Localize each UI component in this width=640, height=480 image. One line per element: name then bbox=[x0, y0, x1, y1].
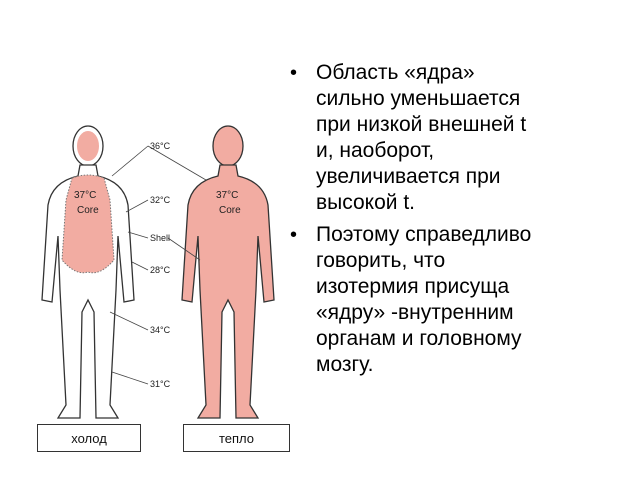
caption-warm: тепло bbox=[183, 424, 290, 452]
bullet-line: органам и головному bbox=[316, 327, 522, 350]
warm-core-temp: 37°C bbox=[216, 190, 238, 201]
body-temperature-diagram: 37°C Core 37°C Core 36°C 32°C Shell 28°C… bbox=[41, 125, 275, 419]
leader-lines bbox=[109, 145, 207, 385]
bullet-line: высокой t. bbox=[316, 191, 416, 214]
bullet-list: • Область «ядра» сильно уменьшается при … bbox=[288, 60, 633, 384]
warm-core-label: Core bbox=[219, 205, 241, 216]
temp-label-28: 28°C bbox=[150, 265, 171, 275]
warm-head bbox=[212, 125, 244, 167]
bullet-line: изотермия присуща bbox=[316, 275, 510, 298]
temp-label-36: 36°C bbox=[150, 141, 171, 151]
warm-torso bbox=[181, 164, 275, 419]
cold-core-temp: 37°C bbox=[74, 190, 96, 201]
bullet-line: и, наоборот, bbox=[316, 139, 435, 162]
bullet-line: Поэтому справедливо bbox=[316, 223, 532, 246]
bullet-item-2: • Поэтому справедливо говорить, что изот… bbox=[288, 222, 633, 378]
temp-label-31: 31°C bbox=[150, 379, 171, 389]
warm-body-figure bbox=[181, 125, 275, 419]
bullet-line: Область «ядра» bbox=[316, 61, 475, 84]
bullet-line: сильно уменьшается bbox=[316, 87, 521, 110]
temp-label-32: 32°C bbox=[150, 195, 171, 205]
bullet-line: при низкой внешней t bbox=[316, 113, 527, 136]
bullet-line: «ядру» -внутренним bbox=[316, 301, 514, 324]
cold-head-core bbox=[77, 131, 99, 161]
shell-label: Shell bbox=[150, 233, 170, 243]
bullet-dot-icon: • bbox=[290, 62, 298, 84]
temp-label-34: 34°C bbox=[150, 325, 171, 335]
caption-cold: холод bbox=[37, 424, 141, 452]
bullet-line: мозгу. bbox=[316, 353, 374, 376]
bullet-dot-icon: • bbox=[290, 224, 298, 246]
bullet-item-1: • Область «ядра» сильно уменьшается при … bbox=[288, 60, 633, 216]
bullet-line: увеличивается при bbox=[316, 165, 501, 188]
bullet-line: говорить, что bbox=[316, 249, 446, 272]
cold-core-area bbox=[61, 174, 115, 274]
cold-core-label: Core bbox=[77, 205, 99, 216]
